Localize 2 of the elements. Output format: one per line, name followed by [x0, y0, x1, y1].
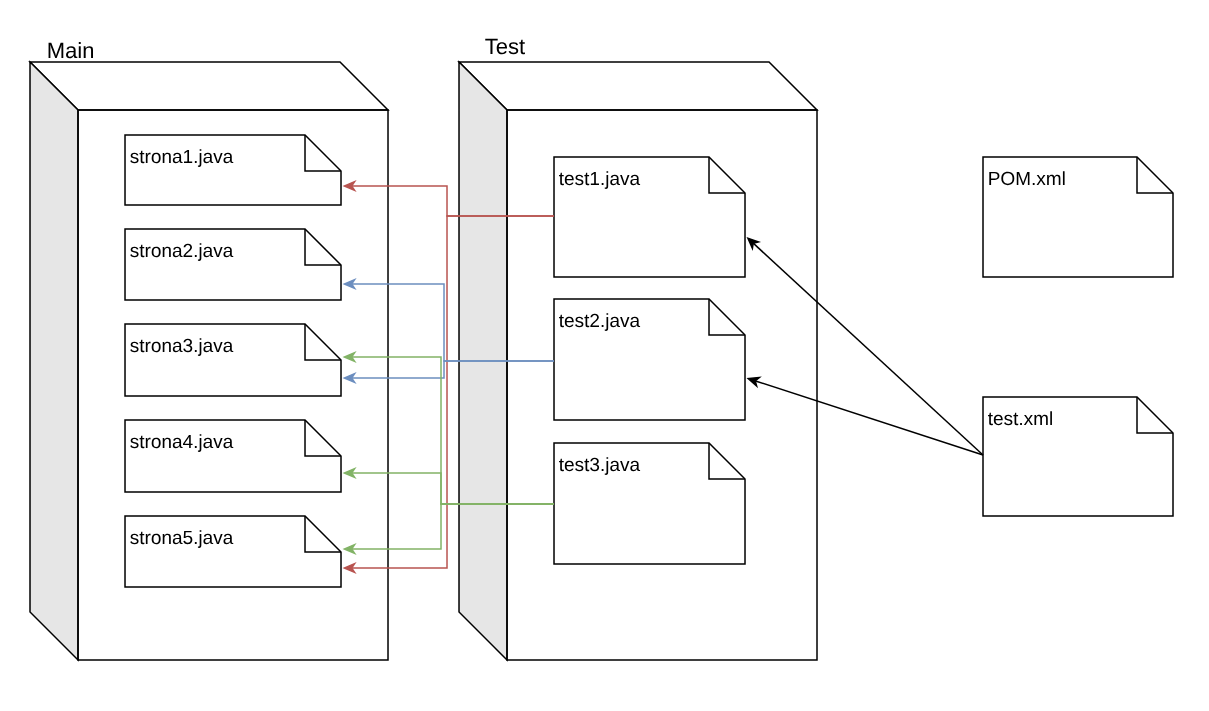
- node-label: Main: [48, 42, 94, 59]
- node-label: Test: [485, 38, 525, 55]
